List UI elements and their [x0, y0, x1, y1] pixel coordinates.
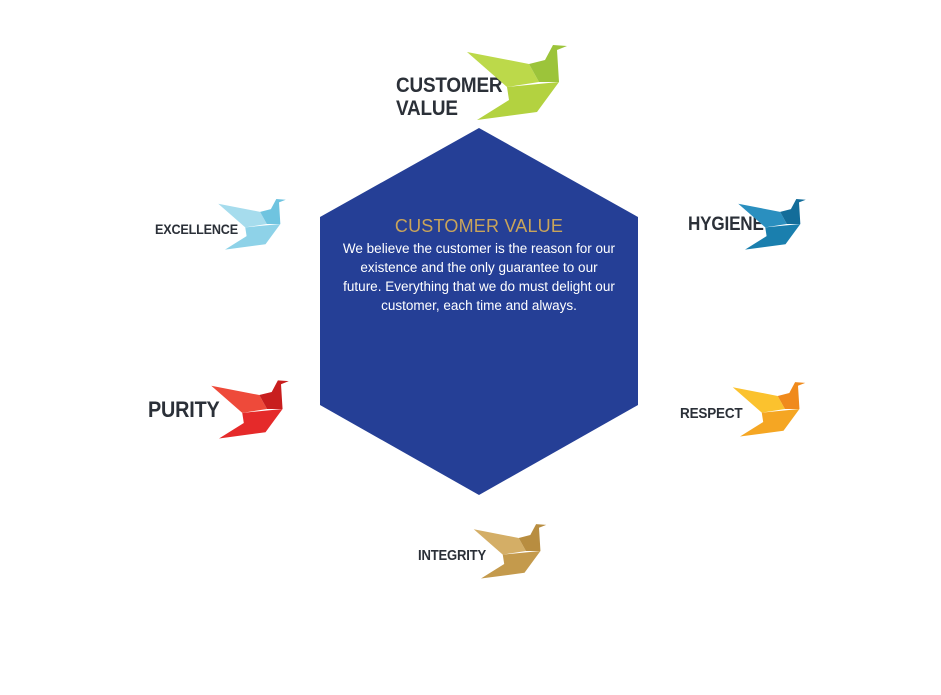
value-label: RESPECT [680, 405, 743, 422]
value-label: PURITY [148, 397, 220, 422]
center-text: We believe the customer is the reason fo… [342, 241, 616, 313]
value-label: HYGIENE [688, 214, 764, 235]
bird-icon [211, 380, 289, 439]
center-description: CUSTOMER VALUE We believe the customer i… [340, 216, 618, 315]
value-label: INTEGRITY [418, 548, 486, 564]
value-label: EXCELLENCE [155, 221, 238, 237]
bird-icon [218, 199, 286, 250]
bird-icon [473, 524, 547, 579]
center-title: CUSTOMER VALUE [394, 216, 564, 236]
bird-icon [738, 199, 806, 250]
bird-icon [732, 382, 806, 437]
bird-icon [467, 45, 567, 120]
